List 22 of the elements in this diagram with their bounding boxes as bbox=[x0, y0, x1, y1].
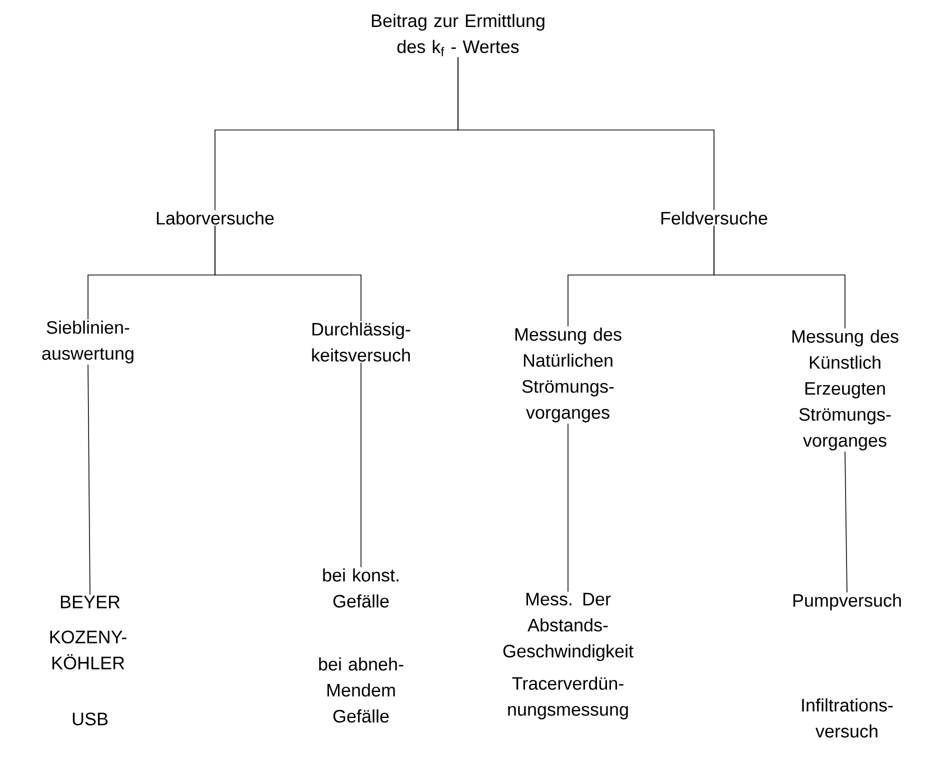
leaf-label: USB bbox=[72, 712, 108, 726]
leaf-label: Tracerverdün- nungsmessung bbox=[508, 676, 628, 720]
connector-line bbox=[844, 451, 848, 593]
connector-line bbox=[360, 362, 362, 568]
connector-line bbox=[214, 225, 362, 322]
tree-label: Durchlässig- keitsversuch bbox=[312, 322, 410, 362]
tree-label: bei konst. Gefälle bbox=[323, 568, 398, 608]
tree-label: BEYER bbox=[60, 596, 120, 608]
connector-line bbox=[458, 56, 714, 211]
tree-label: Laborversuche bbox=[156, 211, 274, 225]
tree-label: Messung des Natürlichen Strömungs- vorganges bbox=[515, 328, 622, 422]
leaf-label: Infiltrations- versuch bbox=[802, 698, 893, 738]
tree-label: Pumpversuch bbox=[793, 594, 901, 610]
tree-label: Mess. Der Abstands- Geschwindigkeit bbox=[503, 592, 634, 662]
tree-label: Sieblinien- auswertung bbox=[42, 320, 134, 364]
connector-line bbox=[714, 225, 846, 329]
tree-label: Beitrag zur Ermittlung des k$_{f}$ - Wertes bbox=[372, 14, 544, 56]
leaf-label: KOZENY- KÖHLER bbox=[50, 630, 126, 670]
connector-line bbox=[88, 364, 90, 595]
tree-label: Messung des Künstlich Erzeugten Strömungs- vorganges bbox=[792, 330, 898, 450]
leaf-label: bei abneh- Mendem Gefälle bbox=[319, 657, 404, 723]
tree-label: Feldversuche bbox=[661, 211, 768, 225]
